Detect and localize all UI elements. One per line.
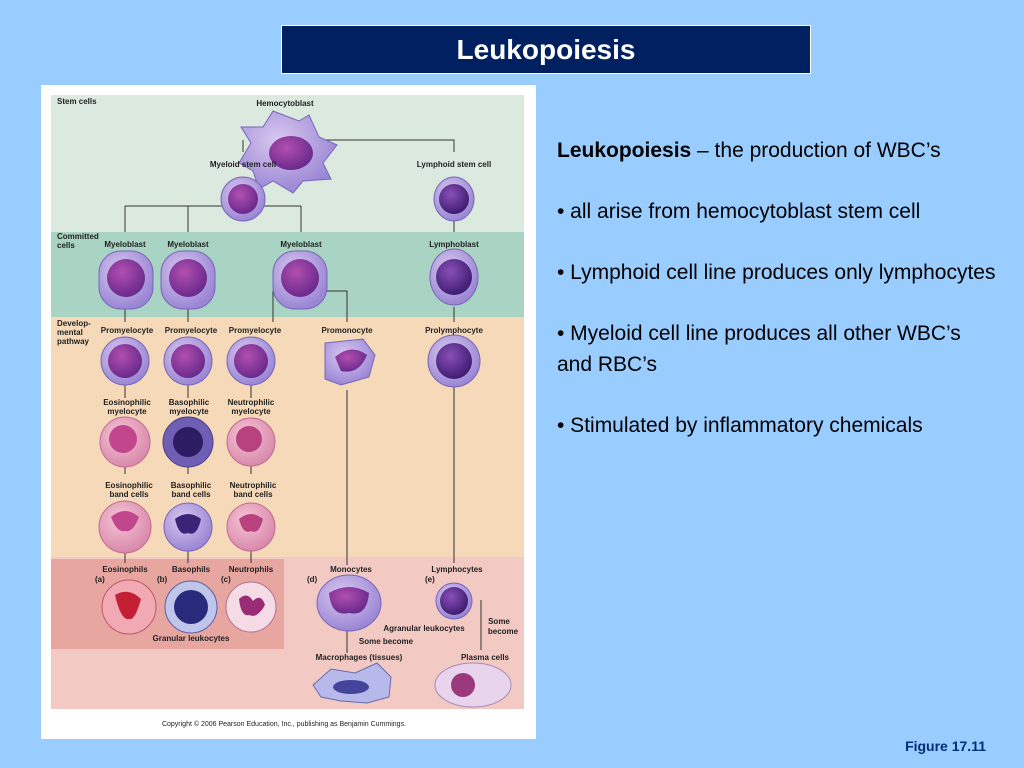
eosinophilic-myelocyte-nucleus xyxy=(109,425,137,453)
leukopoiesis-figure: Stem cells Committed cells Develop- ment… xyxy=(41,85,536,739)
slide-text: Leukopoiesis – the production of WBC’s •… xyxy=(557,135,997,471)
definition-text: – the production of WBC’s xyxy=(691,139,941,162)
bullet-4: • Stimulated by inflammatory chemicals xyxy=(557,414,923,437)
basophilic-band-nucleus xyxy=(175,514,201,534)
letter-b: (b) xyxy=(157,575,168,584)
label-promyelocyte-2: Promyelocyte xyxy=(165,326,218,335)
letter-a: (a) xyxy=(95,575,105,584)
label-plasma-cells: Plasma cells xyxy=(461,653,510,662)
label-baso-band-2: band cells xyxy=(171,490,211,499)
label-lymphocytes: Lymphocytes xyxy=(431,565,483,574)
label-baso-band-1: Basophilic xyxy=(171,481,212,490)
zone-label-committed-2: cells xyxy=(57,241,75,250)
label-basophils: Basophils xyxy=(172,565,211,574)
lymphoid-stem-nucleus xyxy=(439,184,469,214)
label-neut-band-1: Neutrophilic xyxy=(230,481,277,490)
basophil-granules xyxy=(174,590,208,624)
label-eos-myelocyte-1: Eosinophilic xyxy=(103,398,151,407)
label-neut-myelocyte-2: myelocyte xyxy=(231,407,271,416)
figure-reference: Figure 17.11 xyxy=(905,738,986,754)
prolymphocyte-nucleus xyxy=(436,343,472,379)
label-myeloblast-2: Myeloblast xyxy=(167,240,209,249)
label-granular-leukocytes: Granular leukocytes xyxy=(153,634,230,643)
hemocytoblast-nucleus xyxy=(269,136,313,170)
zone-label-dev-3: pathway xyxy=(57,337,90,346)
label-eos-band-2: band cells xyxy=(109,490,149,499)
monocyte-nucleus xyxy=(329,587,369,614)
bullet-1: • all arise from hemocytoblast stem cell xyxy=(557,200,921,223)
letter-e: (e) xyxy=(425,575,435,584)
label-lymphoid-stem-cell: Lymphoid stem cell xyxy=(417,160,491,169)
label-some-become-2a: Some xyxy=(488,617,510,626)
myeloblast-1-nucleus xyxy=(107,259,145,297)
label-eos-band-1: Eosinophilic xyxy=(105,481,153,490)
label-baso-myelocyte-2: myelocyte xyxy=(169,407,209,416)
letter-d: (d) xyxy=(307,575,318,584)
eosinophil-nucleus xyxy=(115,591,141,620)
promyelocyte-1-nucleus xyxy=(108,344,142,378)
zone-label-dev-1: Develop- xyxy=(57,319,91,328)
label-eos-myelocyte-2: myelocyte xyxy=(107,407,147,416)
label-lymphoblast: Lymphoblast xyxy=(429,240,479,249)
neutrophilic-myelocyte-nucleus xyxy=(236,426,262,452)
label-baso-myelocyte-1: Basophilic xyxy=(169,398,210,407)
zone-label-stem: Stem cells xyxy=(57,97,97,106)
label-neut-myelocyte-1: Neutrophilic xyxy=(228,398,275,407)
label-neut-band-2: band cells xyxy=(233,490,273,499)
label-myeloid-stem-cell: Myeloid stem cell xyxy=(210,160,276,169)
bullet-3: • Myeloid cell line produces all other W… xyxy=(557,322,961,376)
letter-c: (c) xyxy=(221,575,231,584)
promyelocyte-2-nucleus xyxy=(171,344,205,378)
title-bar: Leukopoiesis xyxy=(281,25,811,74)
label-some-become-2b: become xyxy=(488,627,519,636)
definition-paragraph: Leukopoiesis – the production of WBC’s xyxy=(557,135,997,166)
label-myeloblast-1: Myeloblast xyxy=(104,240,146,249)
plasma-cell-nucleus xyxy=(451,673,475,697)
label-hemocytoblast: Hemocytoblast xyxy=(256,99,314,108)
basophilic-myelocyte-nucleus xyxy=(173,427,203,457)
macrophage-nucleus xyxy=(333,680,369,694)
lymphocyte-nucleus xyxy=(440,587,468,615)
label-monocytes: Monocytes xyxy=(330,565,372,574)
label-promonocyte: Promonocyte xyxy=(321,326,373,335)
definition-term: Leukopoiesis xyxy=(557,139,692,162)
figure-copyright: Copyright © 2006 Pearson Education, Inc.… xyxy=(162,720,406,728)
zone-label-committed-1: Committed xyxy=(57,232,99,241)
label-eosinophils: Eosinophils xyxy=(102,565,148,574)
promyelocyte-3-nucleus xyxy=(234,344,268,378)
myeloblast-3-nucleus xyxy=(281,259,319,297)
label-myeloblast-3: Myeloblast xyxy=(280,240,322,249)
label-promyelocyte-3: Promyelocyte xyxy=(229,326,282,335)
label-some-become-1: Some become xyxy=(359,637,414,646)
label-prolymphocyte: Prolymphocyte xyxy=(425,326,483,335)
label-promyelocyte-1: Promyelocyte xyxy=(101,326,154,335)
neutrophilic-band-nucleus xyxy=(239,514,263,532)
label-macrophages: Macrophages (tissues) xyxy=(316,653,403,662)
promonocyte-nucleus xyxy=(335,349,367,372)
lymphoblast-nucleus xyxy=(436,259,472,295)
neutrophil-nucleus xyxy=(239,595,265,616)
label-neutrophils: Neutrophils xyxy=(229,565,274,574)
zone-label-dev-2: mental xyxy=(57,328,83,337)
eosinophilic-band-nucleus xyxy=(111,511,139,532)
bullet-2: • Lymphoid cell line produces only lymph… xyxy=(557,261,996,284)
label-agranular-leukocytes: Agranular leukocytes xyxy=(383,624,465,633)
myeloid-stem-nucleus xyxy=(228,184,258,214)
slide-title: Leukopoiesis xyxy=(456,33,636,65)
myeloblast-2-nucleus xyxy=(169,259,207,297)
